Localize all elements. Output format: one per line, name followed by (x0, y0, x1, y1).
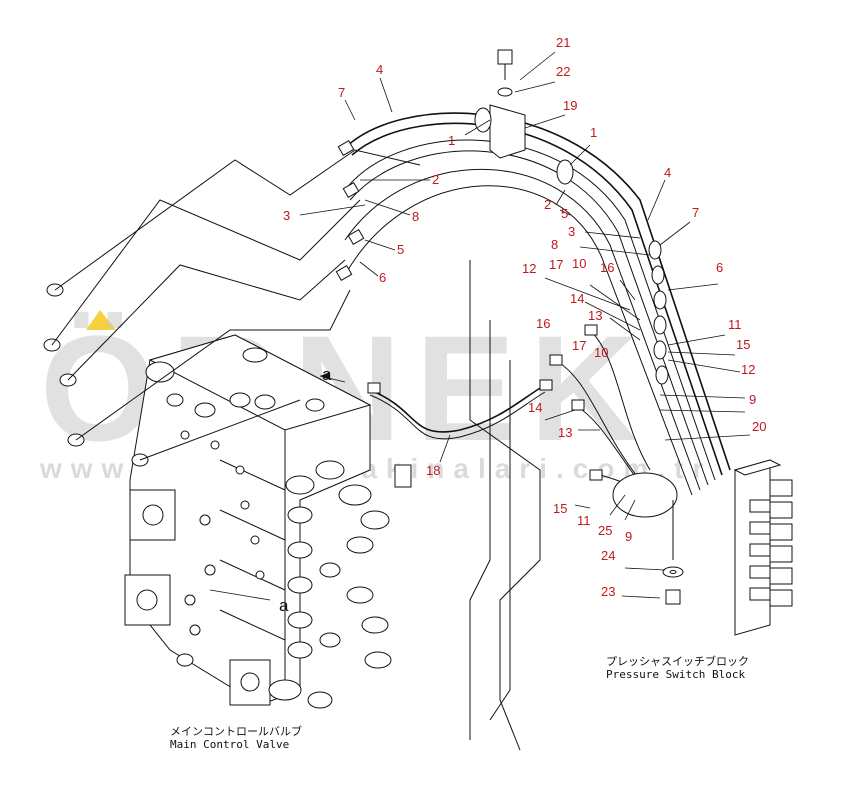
callout-16: 16 (536, 316, 550, 331)
callout-10: 10 (594, 345, 608, 360)
callout-1: 1 (590, 125, 597, 140)
callout-11: 11 (728, 317, 742, 332)
callout-4: 4 (376, 62, 383, 77)
callout-21: 21 (556, 35, 570, 50)
callout-8: 8 (551, 237, 558, 252)
callout-13: 13 (588, 308, 602, 323)
callout-5: 5 (561, 206, 568, 221)
callout-20: 20 (752, 419, 766, 434)
callout-2: 2 (432, 172, 439, 187)
callout-8: 8 (412, 209, 419, 224)
callout-3: 3 (283, 208, 290, 223)
callout-13: 13 (558, 425, 572, 440)
watermark-accent (86, 310, 116, 330)
callout-14: 14 (528, 400, 542, 415)
callout-12: 12 (522, 261, 536, 276)
callout-4: 4 (664, 165, 671, 180)
callout-numbers: 21 22 19 4 7 1 1 2 3 8 5 6 4 7 2 5 3 8 1… (283, 35, 766, 599)
callout-1: 1 (448, 133, 455, 148)
callout-14: 14 (570, 291, 584, 306)
callout-17: 17 (549, 257, 563, 272)
callout-7: 7 (338, 85, 345, 100)
main-valve-caption-en: Main Control Valve (170, 738, 289, 751)
callout-9: 9 (749, 392, 756, 407)
callout-3: 3 (568, 224, 575, 239)
callout-6: 6 (379, 270, 386, 285)
hose-bundle (335, 49, 731, 496)
callout-18: 18 (426, 463, 440, 478)
callout-15: 15 (736, 337, 750, 352)
callout-17: 17 (572, 338, 586, 353)
callout-23: 23 (601, 584, 615, 599)
psw-block-caption-en: Pressure Switch Block (606, 668, 745, 681)
callout-5: 5 (397, 242, 404, 257)
main-control-valve (43, 283, 412, 709)
callout-16: 16 (600, 260, 614, 275)
psw-block-caption-jp: プレッシャスイッチブロック (606, 654, 749, 668)
main-valve-caption-jp: メインコントロールバルブ (170, 724, 302, 738)
callout-10: 10 (572, 256, 586, 271)
callout-25: 25 (598, 523, 612, 538)
leader-lines (209, 51, 751, 601)
pressure-switch-block (549, 240, 793, 636)
callout-7: 7 (692, 205, 699, 220)
callout-24: 24 (601, 548, 615, 563)
ref-letter-a-bottom: a (279, 596, 289, 615)
callout-9: 9 (625, 529, 632, 544)
callout-15: 15 (553, 501, 567, 516)
callout-2: 2 (544, 197, 551, 212)
callout-11: 11 (577, 513, 591, 528)
ref-letter-a-top: a (322, 365, 332, 384)
callout-22: 22 (556, 64, 570, 79)
callout-6: 6 (716, 260, 723, 275)
callout-19: 19 (563, 98, 577, 113)
pilot-routing-lines (51, 149, 541, 751)
callout-12: 12 (741, 362, 755, 377)
